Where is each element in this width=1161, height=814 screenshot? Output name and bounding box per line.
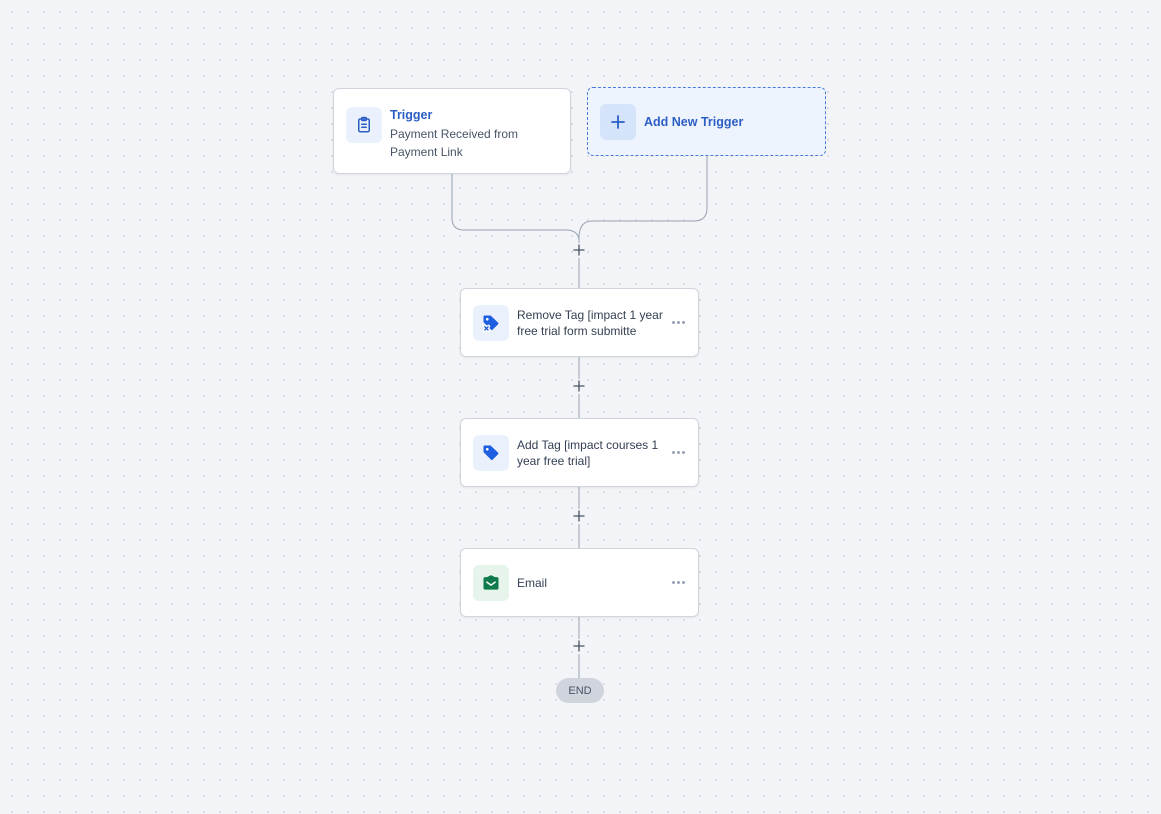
action-label: Remove Tag [impact 1 year free trial for…	[517, 307, 663, 338]
plus-icon	[600, 103, 636, 140]
add-step-button[interactable]	[572, 639, 586, 653]
action-label: Email	[517, 575, 548, 590]
action-card-remove-tag[interactable]: Remove Tag [impact 1 year free trial for…	[460, 288, 699, 357]
tag-remove-icon	[473, 304, 509, 341]
clipboard-icon	[346, 107, 382, 143]
add-step-button[interactable]	[572, 243, 586, 257]
trigger-subtitle: Payment Received from Payment Link	[390, 127, 519, 159]
trigger-card[interactable]: Trigger Payment Received from Payment Li…	[333, 88, 571, 174]
plus-icon	[573, 380, 585, 392]
email-icon	[473, 564, 509, 601]
add-new-trigger-label: Add New Trigger	[644, 114, 744, 129]
trigger-text: Trigger Payment Received from Payment Li…	[390, 107, 540, 161]
trigger-title: Trigger	[390, 108, 433, 122]
action-card-add-tag[interactable]: Add Tag [impact courses 1 year free tria…	[460, 418, 699, 487]
more-options-icon[interactable]	[670, 575, 686, 591]
plus-icon	[573, 640, 585, 652]
plus-icon	[573, 510, 585, 522]
plus-icon	[573, 244, 585, 256]
more-options-icon[interactable]	[670, 445, 686, 461]
add-step-button[interactable]	[572, 509, 586, 523]
action-card-email[interactable]: Email	[460, 548, 699, 617]
add-new-trigger-button[interactable]: Add New Trigger	[587, 87, 826, 156]
tag-icon	[473, 434, 509, 471]
add-step-button[interactable]	[572, 379, 586, 393]
end-node: END	[556, 678, 604, 703]
action-label: Add Tag [impact courses 1 year free tria…	[517, 437, 659, 468]
more-options-icon[interactable]	[670, 315, 686, 331]
